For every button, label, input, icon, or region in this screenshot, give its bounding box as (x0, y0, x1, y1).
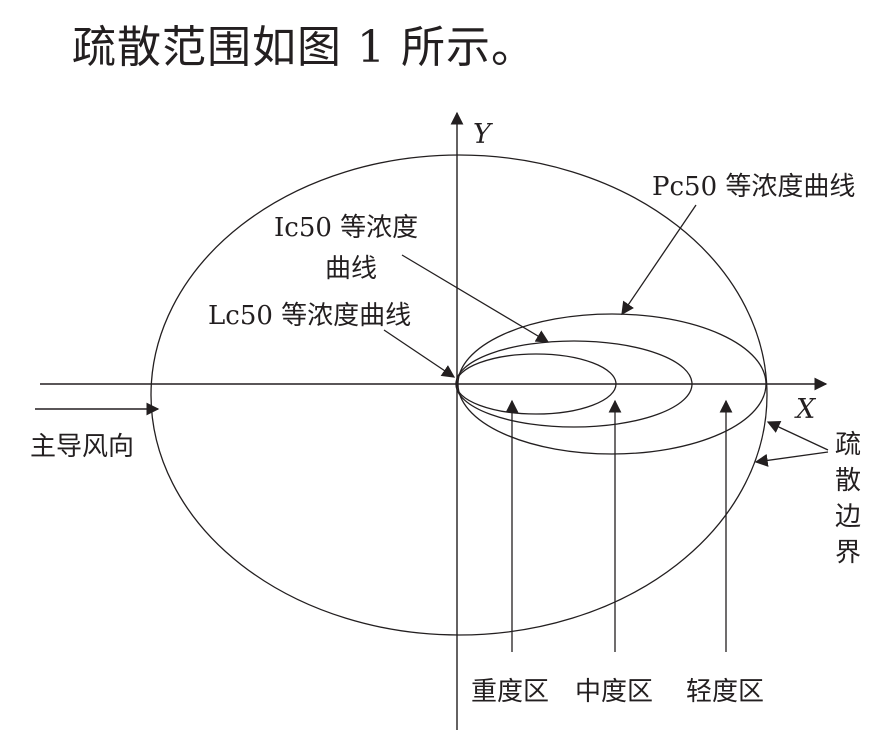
evacuation-boundary-ellipse (150, 154, 768, 636)
x-axis-label: X (794, 394, 817, 425)
evac-boundary-leader-upper (766, 421, 829, 451)
evac-boundary-char-1: 疏 (835, 430, 861, 460)
pc50-leader-arrow (621, 204, 697, 316)
ic50-label-line1: Ic50 等浓度 (274, 213, 418, 243)
page-heading: 疏散范围如图 1 所示。 (72, 22, 536, 73)
medium-zone-label: 中度区 (575, 677, 653, 707)
evac-boundary-char-2: 散 (835, 466, 861, 496)
lc50-leader-arrow (383, 329, 456, 378)
evac-boundary-char-3: 边 (835, 502, 861, 532)
lc50-label: Lc50 等浓度曲线 (208, 301, 411, 331)
light-zone-label: 轻度区 (686, 677, 764, 707)
ic50-label-line2: 曲线 (325, 254, 377, 284)
y-axis-label: Y (473, 119, 493, 150)
evac-boundary-char-4: 界 (835, 538, 861, 568)
wind-direction-label: 主导风向 (30, 432, 134, 462)
evac-boundary-leader-lower (754, 451, 829, 467)
pc50-label: Pc50 等浓度曲线 (652, 172, 855, 202)
severe-zone-label: 重度区 (471, 677, 549, 707)
ic50-leader-arrow (401, 254, 550, 343)
